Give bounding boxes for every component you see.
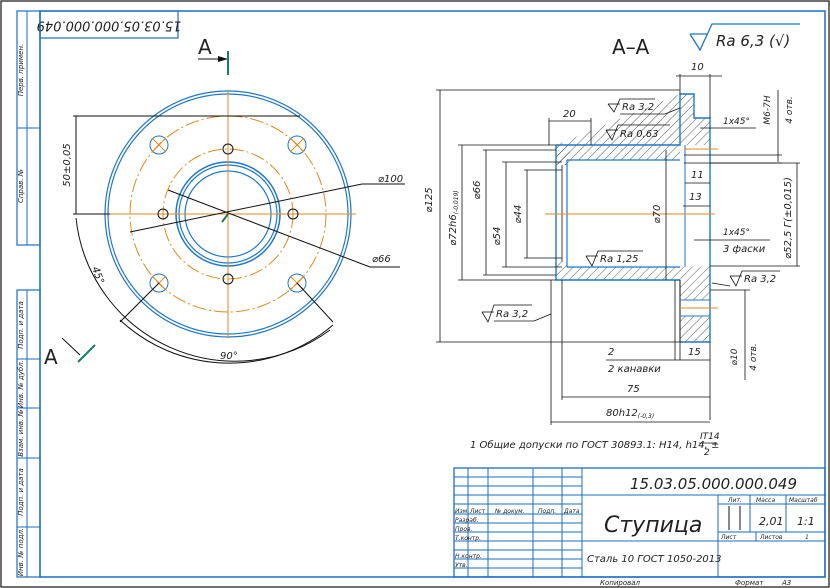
dim-d66-section: ⌀66	[472, 181, 483, 200]
svg-text:Ra 6,3 (√): Ra 6,3 (√)	[716, 32, 790, 50]
dim-chamfer-mid: 1x45°	[723, 228, 750, 238]
stamp-replace-inv: Взам. инв. №	[17, 409, 25, 457]
title-block: Изм. Лист № докум. Подп. Дата Разраб. Пр…	[453, 467, 826, 587]
dim-10: 10	[691, 62, 704, 73]
stamp-sign-date-2: Подп. и дата	[17, 468, 25, 516]
scale-label: Масштаб	[789, 497, 818, 504]
dim-d125: ⌀125	[424, 187, 435, 212]
tb-header-date: Дата	[563, 508, 580, 515]
mass-label: Масса	[756, 497, 775, 504]
roughness-general: Ra 6,3 (√)	[689, 23, 800, 52]
dim-d10-note: 4 отв.	[749, 343, 759, 371]
side-stamp-top: Перв. примен. Справ. №	[16, 10, 41, 246]
tb-row-developer: Разраб.	[455, 517, 479, 524]
stamp-orig-inv: Инв. № подл.	[17, 528, 25, 576]
side-stamp-bottom: Подп. и дата Инв. № дубл. Взам. инв. № П…	[16, 289, 41, 578]
tb-header-sign: Подп.	[538, 508, 556, 515]
section-title: A–A	[612, 35, 650, 59]
svg-text:Ra 1,25: Ra 1,25	[600, 254, 639, 265]
svg-text:Ra 0,63: Ra 0,63	[620, 129, 659, 140]
roughness-r3: Ra 1,25	[585, 250, 643, 267]
section-view: A–A Ra 6,3 (√) ⌀12	[424, 23, 800, 425]
material: Сталь 10 ГОСТ 1050-2013	[587, 554, 722, 565]
dim-d70: ⌀70	[652, 205, 663, 224]
general-note: 1 Общие допуски по ГОСТ 30893.1: H14, h1…	[470, 432, 720, 458]
roughness-r5: Ra 3,2	[481, 304, 552, 323]
dim-d72: ⌀72h6(-0,019)	[448, 190, 460, 245]
front-view: A A	[44, 35, 405, 369]
stamp-ref-number-label: Справ. №	[17, 169, 25, 203]
tb-row-tcontrol: Т.контр.	[455, 535, 481, 542]
note-fraction-den: 2	[704, 448, 710, 458]
mass-value: 2,01	[759, 515, 784, 528]
stamp-first-use-label: Перв. примен.	[17, 44, 25, 97]
format-value: A3	[781, 579, 791, 587]
note-fraction-num: IT14	[700, 432, 720, 442]
roughness-r4: Ra 3,2	[711, 270, 780, 287]
dim-d52: ⌀52,5 Г(±0,015)	[783, 177, 794, 259]
dim-75: 75	[627, 384, 640, 395]
dim-d10: ⌀10	[730, 348, 740, 365]
dim-20: 20	[563, 109, 576, 120]
sheet-label: Лист	[720, 534, 737, 541]
format-label: Формат	[735, 579, 764, 587]
dim-80: 80h12(-0,3)	[606, 408, 654, 420]
rotated-doc-number-box: 15.03.05.000.000.049	[37, 10, 182, 39]
roughness-r1: Ra 3,2	[607, 98, 681, 115]
svg-text:Ra 3,2: Ra 3,2	[622, 102, 654, 113]
sheets-label: Листов	[759, 534, 783, 541]
tb-row-checker: Пров.	[455, 526, 473, 533]
dim-2-note: 2 канавки	[608, 364, 661, 375]
threaded-holes	[157, 143, 299, 285]
dim-d54: ⌀54	[492, 227, 503, 246]
roughness-r2: Ra 0,63	[605, 124, 670, 141]
svg-text:Ra 3,2: Ra 3,2	[496, 309, 528, 320]
lit-label: Лит.	[727, 497, 742, 504]
dim-d100: ⌀100	[378, 174, 403, 185]
tb-row-approved: Утв.	[455, 562, 468, 569]
sheets-value: 1	[805, 534, 809, 541]
tb-header-izm: Изм.	[455, 508, 469, 515]
stamp-dup-inv: Инв. № дубл.	[17, 360, 25, 408]
dim-d66: ⌀66	[372, 254, 391, 265]
dim-15: 15	[688, 347, 701, 358]
dim-13: 13	[689, 192, 702, 203]
scale-value: 1:1	[797, 515, 815, 528]
dim-angle-45: 45°	[89, 265, 105, 285]
dim-angle-90: 90°	[220, 351, 238, 362]
copied-label: Копировал	[600, 579, 641, 587]
dim-m6-note: 4 отв.	[785, 96, 795, 124]
svg-text:Ra 3,2: Ra 3,2	[744, 274, 776, 285]
tb-header-list: Лист	[469, 508, 486, 515]
arrow-icon	[218, 56, 228, 62]
tb-row-ncontrol: Н.контр.	[455, 553, 482, 560]
dim-11: 11	[691, 170, 704, 181]
general-note-text: 1 Общие допуски по ГОСТ 30893.1: H14, h1…	[470, 439, 719, 451]
dim-m6: M6-7H	[763, 95, 773, 124]
tb-header-doc: № докум.	[494, 508, 525, 515]
rotated-doc-number: 15.03.05.000.000.049	[37, 18, 182, 33]
dim-50: 50±0,05	[62, 143, 73, 186]
section-marker-top: A	[198, 35, 212, 59]
dim-2: 2	[608, 347, 614, 358]
dim-d44: ⌀44	[513, 205, 524, 224]
part-name: Ступица	[604, 513, 702, 538]
dim-chamfer-mid-note: 3 фаски	[723, 244, 766, 255]
stamp-sign-date-1: Подп. и дата	[17, 301, 25, 349]
dim-chamfer-top: 1x45°	[723, 117, 750, 127]
section-marker-bottom: A	[44, 345, 58, 369]
title-doc-number: 15.03.05.000.000.049	[630, 475, 797, 493]
